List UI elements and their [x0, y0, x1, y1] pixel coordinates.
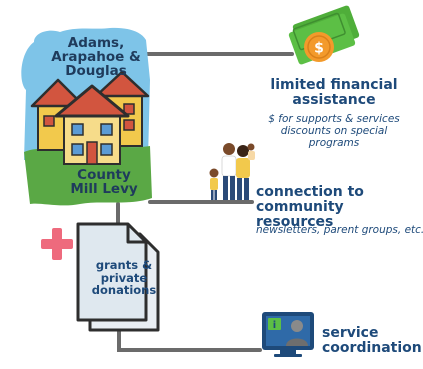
houses-icon — [30, 70, 150, 165]
outcome-community-title: connection to community resources — [256, 184, 364, 230]
funding-label: grants & private donations — [91, 258, 157, 297]
svg-text:i: i — [273, 320, 276, 331]
outcome-community-detail: newsletters, parent groups, etc. — [256, 224, 423, 236]
outcome-financial-detail-3: programs — [308, 137, 360, 149]
plus-icon — [41, 228, 73, 260]
county-names: Adams, Arapahoe & Douglas — [51, 35, 141, 79]
outcome-financial-detail-2: discounts on special — [280, 125, 388, 137]
family-icon — [209, 143, 255, 200]
outcome-financial-detail-1: $ for supports & services — [268, 113, 400, 125]
county-levy-label: County Mill Levy — [70, 167, 138, 197]
svg-text:$: $ — [314, 41, 324, 57]
computer-person-icon: i — [262, 312, 314, 357]
money-icon: $ — [288, 5, 360, 65]
documents-icon — [76, 222, 160, 332]
outcome-coordination-title: service coordination — [322, 325, 422, 356]
outcome-financial-title: limited financial assistance — [270, 77, 398, 108]
